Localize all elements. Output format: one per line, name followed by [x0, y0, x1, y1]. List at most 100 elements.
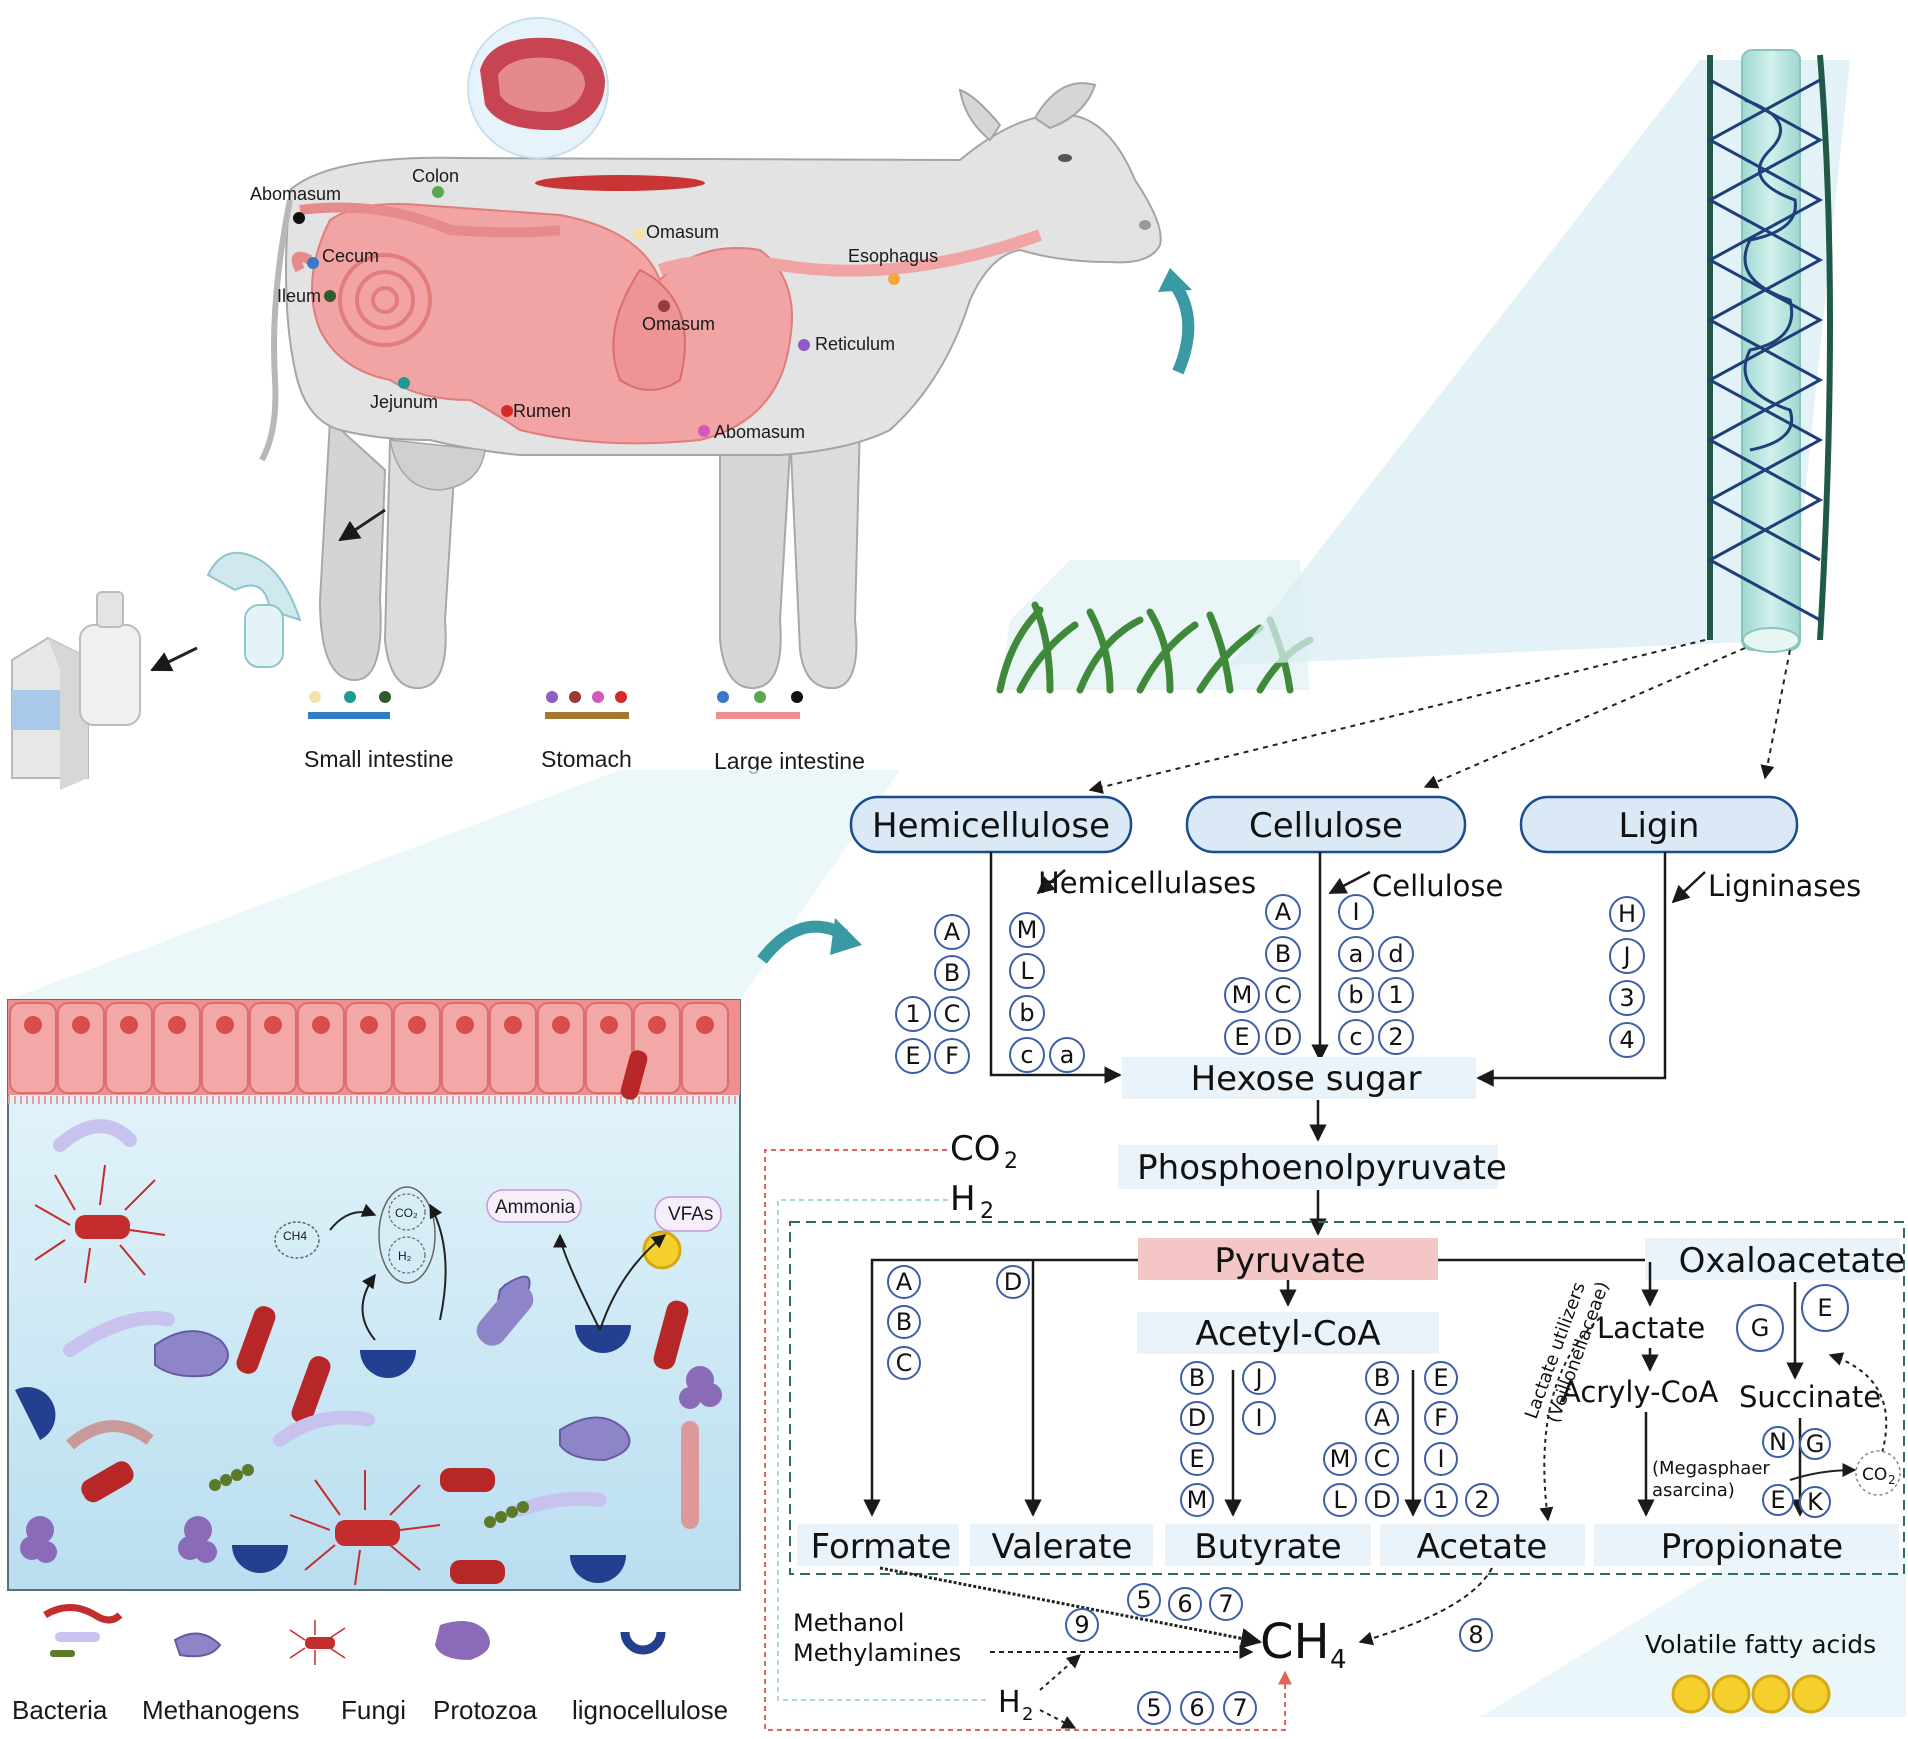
ligin-label: Ligin [1619, 806, 1700, 846]
teal-arrowhead [830, 918, 862, 955]
lactate-label: Lactate [1597, 1311, 1705, 1345]
marker: G [1799, 1428, 1831, 1460]
fibre-zoom-beam [1230, 60, 1850, 665]
ligin-to-hexose-arrow [1476, 852, 1667, 1087]
marker: I [1424, 1442, 1458, 1476]
svg-text:C: C [1275, 981, 1292, 1009]
butyrate-markers: B D E M J I [1180, 1361, 1276, 1517]
svg-text:G: G [1806, 1430, 1825, 1458]
formate-box [797, 1524, 959, 1566]
svg-text:F: F [945, 1042, 959, 1070]
acetylcoa-box [1137, 1312, 1439, 1354]
gut-legend [308, 691, 803, 719]
svg-text:A: A [896, 1268, 913, 1296]
rumen-microbe-panel [7, 999, 741, 1591]
svg-text:6: 6 [1189, 1694, 1204, 1722]
marker: D [1265, 1019, 1301, 1055]
organ-label-omasum-upper: Omasum [646, 222, 719, 242]
marker: C [887, 1346, 921, 1380]
marker: b [1009, 995, 1045, 1031]
svg-text:D: D [1274, 1023, 1292, 1051]
svg-text:2: 2 [1388, 1023, 1403, 1051]
marker: D [996, 1265, 1030, 1299]
svg-text:B: B [896, 1308, 912, 1336]
svg-text:2: 2 [1474, 1486, 1489, 1514]
pyruvate-to-formate-arrow [863, 1258, 1138, 1517]
legend-stomach: Stomach [541, 746, 632, 772]
svg-text:I: I [1255, 1404, 1262, 1432]
marker: M [1323, 1442, 1357, 1476]
svg-text:9: 9 [1074, 1611, 1089, 1639]
co2-bubble [1855, 1450, 1901, 1496]
h2-bottom-subscript: 2 [1022, 1704, 1033, 1725]
svg-text:a: a [1060, 1041, 1075, 1069]
marker: c [1338, 1019, 1374, 1055]
marker: F [934, 1038, 970, 1074]
h2-label: H [950, 1179, 976, 1219]
microbe-legend-fungi: Fungi [341, 1695, 406, 1725]
methylamines-label: Methylamines [793, 1639, 961, 1667]
svg-text:I: I [1352, 898, 1359, 926]
marker: 2 [1465, 1483, 1499, 1517]
organ-dots [293, 186, 900, 437]
microbe-legend-methanogens: Methanogens [142, 1695, 300, 1725]
marker: a [1338, 936, 1374, 972]
co2-small-label: CO [1862, 1465, 1887, 1485]
svg-text:D: D [1004, 1268, 1022, 1296]
succinate-markers: N G E K [1762, 1426, 1831, 1518]
svg-text:B: B [1275, 940, 1291, 968]
acrylycoa-label: Acryly-CoA [1561, 1375, 1719, 1409]
marker: I [1242, 1401, 1276, 1435]
marker: 5 [1127, 1583, 1161, 1617]
valerate-box [970, 1524, 1153, 1566]
co2-recycle-line [764, 1149, 1292, 1731]
organ-label-ileum: Ileum [277, 286, 321, 306]
svg-text:4: 4 [1619, 1026, 1634, 1054]
marker: B [934, 955, 970, 991]
svg-text:K: K [1807, 1488, 1824, 1516]
marker: 5 [1137, 1691, 1171, 1725]
svg-text:B: B [1374, 1364, 1390, 1392]
microbe-zoom-beam [8, 770, 900, 1000]
pep-label: Phosphoenolpyruvate [1137, 1148, 1507, 1188]
organ-label-abomasum-lower: Abomasum [714, 422, 805, 442]
svg-text:E: E [905, 1042, 920, 1070]
marker: E [1762, 1484, 1794, 1516]
svg-text:1: 1 [1433, 1486, 1448, 1514]
microbe-legend-icons [43, 1604, 666, 1665]
marker: L [1009, 953, 1045, 989]
cellulose-box [1185, 795, 1467, 854]
marker: H [1609, 896, 1645, 932]
svg-text:7: 7 [1232, 1694, 1247, 1722]
svg-text:I: I [1437, 1445, 1444, 1473]
organ-label-reticulum: Reticulum [815, 334, 895, 354]
acetylcoa-label: Acetyl-CoA [1195, 1314, 1380, 1354]
marker: A [1365, 1401, 1399, 1435]
hemicellulases-pointer [1036, 869, 1066, 895]
oxaloacetate-markers: G E [1736, 1284, 1849, 1352]
micro-co2-label: CO₂ [395, 1206, 418, 1220]
svg-text:A: A [944, 918, 961, 946]
hemicellulose-markers: A B 1 C E F M L b c a [895, 912, 1085, 1074]
svg-text:E: E [1234, 1023, 1249, 1051]
marker: C [1365, 1442, 1399, 1476]
marker: M [1224, 977, 1260, 1013]
svg-text:b: b [1019, 999, 1034, 1027]
co2-subscript: 2 [1004, 1149, 1018, 1174]
svg-text:C: C [896, 1349, 913, 1377]
marker: A [934, 914, 970, 950]
marker: L [1323, 1483, 1357, 1517]
fibre-to-ligin-arrow [1760, 649, 1791, 780]
svg-text:B: B [1189, 1364, 1205, 1392]
hemicellulose-to-hexose-arrow [989, 852, 1122, 1084]
formate-label: Formate [811, 1527, 952, 1567]
svg-text:c: c [1020, 1041, 1033, 1069]
marker: 8 [1459, 1618, 1493, 1652]
organ-label-cecum: Cecum [322, 246, 379, 266]
ligin-markers: H J 3 4 [1609, 896, 1645, 1058]
marker: 1 [1424, 1483, 1458, 1517]
marker: C [1265, 977, 1301, 1013]
succinate-co2-arrow [1789, 1463, 1857, 1481]
formate-to-ch4-arrow [879, 1566, 1263, 1649]
marker: 7 [1209, 1587, 1243, 1621]
